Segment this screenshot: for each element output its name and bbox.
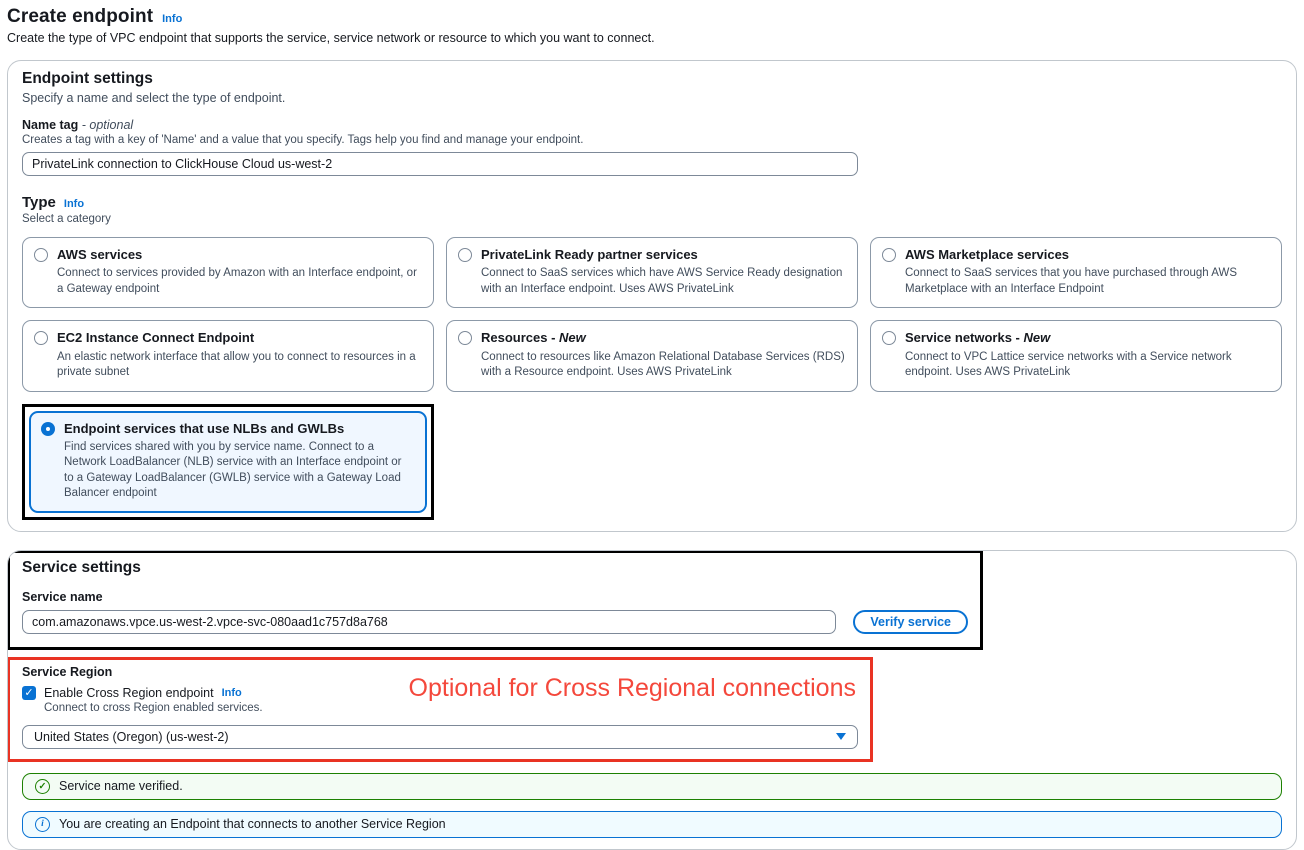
tile-description: An elastic network interface that allow … [57, 350, 416, 379]
tile-title: Service networks - New [905, 330, 1269, 346]
type-options-grid: AWS services Connect to services provide… [22, 237, 1282, 520]
tile-title: AWS Marketplace services [905, 247, 1269, 263]
page-title: Create endpoint [7, 6, 154, 27]
service-region-select[interactable]: United States (Oregon) (us-west-2) [22, 724, 858, 749]
type-info-link[interactable]: Info [63, 198, 85, 210]
radio-icon[interactable] [458, 331, 472, 346]
radio-icon[interactable] [34, 248, 48, 262]
tile-text: AWS services Connect to services provide… [57, 247, 421, 297]
info-circle-icon: i [35, 816, 50, 832]
service-region-annotation-border: Service Region ✓ Enable Cross Region end… [8, 656, 873, 762]
service-name-row: Verify service [22, 609, 968, 634]
service-settings-annotation-border: Service settings Service name Verify ser… [8, 550, 983, 650]
tile-title-text: AWS services [57, 247, 143, 262]
type-help: Select a category [22, 213, 111, 225]
tile-title-text: Endpoint services that use NLBs and GWLB… [64, 420, 345, 436]
tile-description: Connect to VPC Lattice service networks … [905, 350, 1232, 379]
cross-region-info-alert: i You are creating an Endpoint that conn… [22, 810, 1282, 838]
tile-title-text: AWS Marketplace services [905, 247, 1070, 262]
cross-region-annotation-text: Optional for Cross Regional connections [408, 673, 856, 702]
tile-description: Connect to resources like Amazon Relatio… [481, 350, 845, 379]
tile-title: Endpoint services that use NLBs and GWLB… [64, 421, 414, 437]
service-settings-card: Service settings Service name Verify ser… [7, 549, 1297, 850]
tile-new-badge: New [559, 330, 586, 346]
service-name-label: Service name [22, 589, 103, 604]
tile-title-text: PrivateLink Ready partner services [481, 247, 698, 262]
tile-title-text: Service networks - [905, 330, 1020, 346]
name-tag-optional-text: - optional [81, 118, 134, 132]
type-option-privatelink-partner-services[interactable]: PrivateLink Ready partner services Conne… [446, 237, 858, 309]
name-tag-label: Name tag - optional [22, 118, 1282, 132]
tile-title: EC2 Instance Connect Endpoint [57, 330, 421, 346]
tile-title-text: Resources - [481, 330, 556, 346]
check-circle-icon: ✓ [35, 778, 50, 794]
tile-title: AWS services [57, 247, 421, 263]
tile-text: Endpoint services that use NLBs and GWLB… [64, 421, 414, 502]
service-verified-alert: ✓ Service name verified. [22, 772, 1282, 800]
endpoint-settings-heading: Endpoint settings [22, 70, 153, 87]
type-option-endpoint-services-nlb-gwlb[interactable]: Endpoint services that use NLBs and GWLB… [29, 410, 427, 513]
tile-description: Connect to SaaS services which have AWS … [481, 267, 843, 295]
cross-region-checkbox-row: ✓ Enable Cross Region endpoint Info [22, 685, 858, 700]
tile-title-text: EC2 Instance Connect Endpoint [57, 330, 255, 346]
tile-description: Find services shared with you by service… [64, 440, 402, 500]
type-option-service-networks[interactable]: Service networks - New Connect to VPC La… [870, 320, 1282, 392]
name-tag-input[interactable] [22, 152, 858, 176]
tile-text: EC2 Instance Connect Endpoint An elastic… [57, 330, 421, 380]
type-option-resources[interactable]: Resources - New Connect to resources lik… [446, 320, 858, 392]
tile-text: Resources - New Connect to resources lik… [481, 330, 845, 380]
service-name-input[interactable] [22, 609, 837, 634]
page-header: Create endpoint Info [7, 6, 1297, 28]
radio-checked-icon[interactable] [41, 421, 55, 436]
cross-region-info-alert-text: You are creating an Endpoint that connec… [59, 817, 446, 832]
radio-icon[interactable] [34, 331, 48, 346]
verify-service-button[interactable]: Verify service [853, 609, 968, 634]
tile-text: Service networks - New Connect to VPC La… [905, 330, 1269, 380]
name-tag-label-text: Name tag [22, 118, 79, 132]
type-option-aws-marketplace-services[interactable]: AWS Marketplace services Connect to SaaS… [870, 237, 1282, 309]
tile-text: AWS Marketplace services Connect to SaaS… [905, 247, 1269, 297]
endpoint-settings-subheading: Specify a name and select the type of en… [22, 91, 286, 105]
tile-title: PrivateLink Ready partner services [481, 247, 845, 263]
tile-title: Resources - New [481, 330, 845, 346]
radio-icon[interactable] [458, 248, 472, 262]
tile-description: Connect to services provided by Amazon w… [57, 267, 417, 295]
tile-description: Connect to SaaS services that you have p… [905, 267, 1237, 295]
radio-icon[interactable] [882, 248, 896, 262]
selected-option-annotation-border: Endpoint services that use NLBs and GWLB… [22, 403, 434, 520]
page-title-info-link[interactable]: Info [162, 13, 183, 25]
service-verified-alert-text: Service name verified. [59, 779, 183, 794]
tile-new-badge: New [1023, 330, 1051, 346]
cross-region-checkbox-label: Enable Cross Region endpoint [44, 685, 214, 700]
service-region-label: Service Region [22, 664, 113, 679]
chevron-down-icon [836, 733, 846, 741]
tile-text: PrivateLink Ready partner services Conne… [481, 247, 845, 297]
page-description: Create the type of VPC endpoint that sup… [7, 31, 655, 45]
type-label: Type [22, 194, 56, 211]
type-heading-row: Type Info [22, 194, 1282, 211]
endpoint-settings-card: Endpoint settings Specify a name and sel… [7, 60, 1297, 532]
enable-cross-region-checkbox[interactable]: ✓ [22, 685, 36, 700]
cross-region-info-link[interactable]: Info [221, 686, 242, 699]
service-region-selected-value: United States (Oregon) (us-west-2) [34, 729, 229, 744]
service-settings-heading: Service settings [22, 558, 141, 576]
cross-region-help: Connect to cross Region enabled services… [44, 701, 263, 714]
name-tag-help: Creates a tag with a key of 'Name' and a… [22, 134, 584, 146]
radio-icon[interactable] [882, 331, 896, 346]
type-option-ec2-instance-connect[interactable]: EC2 Instance Connect Endpoint An elastic… [22, 320, 434, 392]
type-option-aws-services[interactable]: AWS services Connect to services provide… [22, 237, 434, 309]
